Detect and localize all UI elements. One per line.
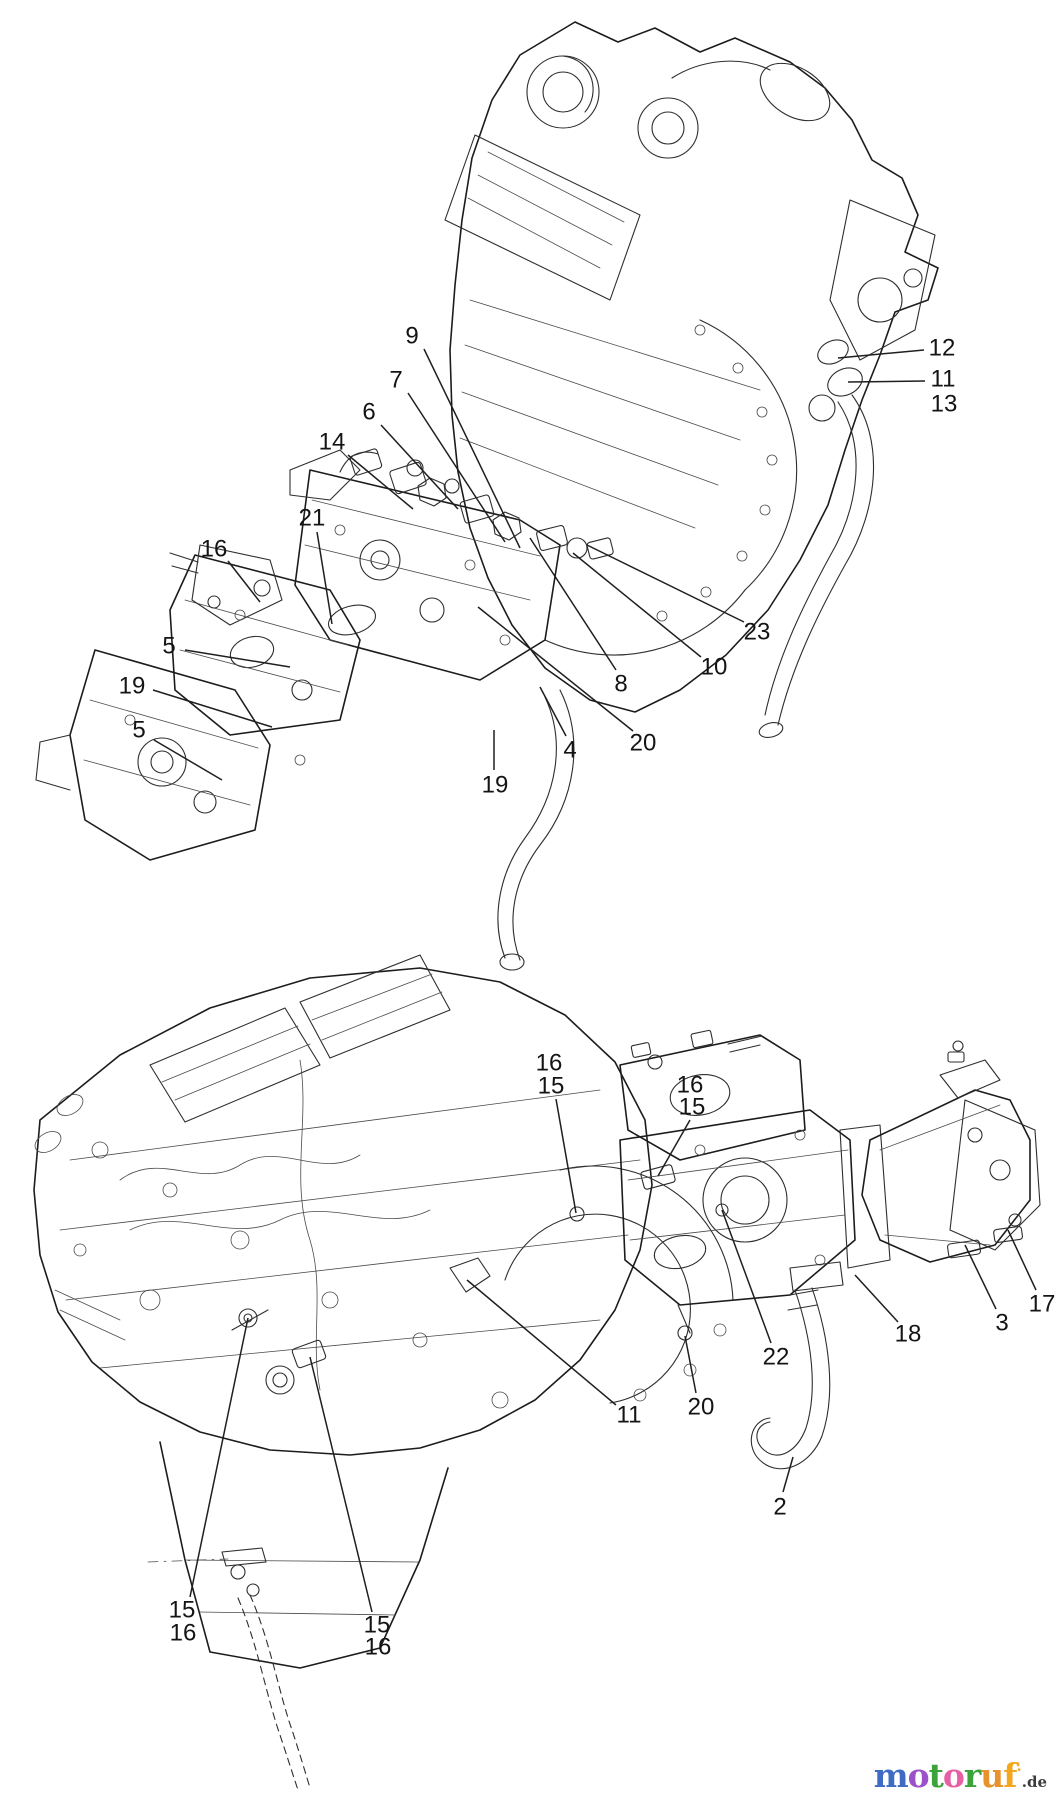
callout-label-15: 15 [169, 1597, 196, 1624]
callout-leader-line [347, 454, 414, 510]
callout-leader-line [529, 537, 617, 671]
callout-label-3: 3 [995, 1310, 1008, 1337]
callout-label-11: 11 [617, 1402, 642, 1429]
callout-label-20: 20 [688, 1394, 715, 1421]
callout-leader-line [847, 380, 926, 383]
callout-label-17: 17 [1029, 1291, 1056, 1318]
callout-label-16: 16 [365, 1634, 392, 1661]
logo-letter-o: o [942, 1756, 965, 1795]
callout-label-5: 5 [132, 717, 145, 744]
callout-leader-line [309, 1356, 373, 1613]
callout-leader-line [153, 739, 223, 781]
logo-letter-u: u [980, 1756, 1004, 1795]
callout-label-15: 15 [364, 1612, 391, 1639]
callout-leader-line [721, 1209, 772, 1344]
logo-letter-r: r [963, 1756, 981, 1795]
callout-label-10: 10 [701, 654, 728, 681]
callout-leader-line [964, 1244, 997, 1310]
callout-label-21: 21 [299, 505, 326, 532]
logo-letter-m: m [873, 1756, 909, 1795]
callout-label-16: 16 [677, 1072, 704, 1099]
motoruf-logo-suffix: .de [1021, 1773, 1047, 1791]
hose-part-sketch [756, 1289, 813, 1456]
callout-leader-line [854, 1274, 899, 1323]
callout-label-6: 6 [362, 399, 375, 426]
callout-label-4: 4 [563, 737, 576, 764]
callout-label-12: 12 [929, 335, 956, 362]
callout-leader-line [782, 1456, 794, 1493]
callout-label-5: 5 [162, 633, 175, 660]
callout-label-20: 20 [630, 730, 657, 757]
callout-label-9: 9 [405, 323, 418, 350]
callout-leader-line [586, 544, 745, 623]
callout-label-22: 22 [763, 1344, 790, 1371]
callout-leader-line [477, 606, 634, 732]
callout-leader-line [380, 424, 459, 510]
hydraulic-pump-block-sketch [294, 469, 561, 681]
callout-leader-line [423, 348, 521, 549]
callout-leader-line [1007, 1229, 1037, 1291]
callout-label-18: 18 [895, 1321, 922, 1348]
callout-label-11: 11 [931, 366, 956, 393]
callout-label-15: 15 [679, 1094, 706, 1121]
callout-leader-line [227, 560, 261, 603]
callout-leader-line [316, 531, 333, 625]
callout-leader-line [657, 1119, 691, 1177]
callout-label-16: 16 [536, 1050, 563, 1077]
callout-label-15: 15 [538, 1073, 565, 1100]
callout-label-13: 13 [931, 391, 958, 418]
callout-label-8: 8 [614, 671, 627, 698]
logo-letter-t: t [928, 1756, 944, 1795]
callout-leader-line [837, 349, 925, 359]
callout-label-19: 19 [482, 772, 509, 799]
motoruf-logo[interactable]: motoruf·.de [874, 1759, 1047, 1792]
motoruf-logo-letters: motoruf [873, 1756, 1018, 1795]
bottom-diagram-engine-sketch [33, 954, 1041, 1791]
callout-leader-line [684, 1335, 697, 1394]
callout-label-7: 7 [389, 367, 402, 394]
callout-label-14: 14 [319, 429, 346, 456]
callout-leader-line [189, 1317, 249, 1598]
coolant-hose-sketch [777, 394, 875, 726]
logo-letter-o: o [907, 1756, 930, 1795]
callout-label-19: 19 [119, 673, 146, 700]
callout-label-16: 16 [170, 1620, 197, 1647]
clamp-part-sketch [817, 339, 849, 365]
callout-label-16: 16 [201, 536, 228, 563]
callout-label-2: 2 [773, 1494, 786, 1521]
turbo-housing-icon [526, 55, 600, 129]
callout-leader-line [572, 552, 702, 658]
motoruf-logo-dot: · [1016, 1761, 1022, 1779]
callout-leader-line [539, 686, 567, 737]
callout-leader-line [466, 1279, 617, 1406]
callout-leader-line [407, 392, 506, 543]
callout-leader-line [555, 1098, 577, 1214]
callout-leader-line [184, 649, 291, 668]
callout-label-23: 23 [744, 619, 771, 646]
top-diagram-engine-sketch [35, 21, 939, 971]
logo-letter-f: f [1003, 1756, 1017, 1795]
callout-leader-line [152, 689, 273, 728]
hydraulic-pump-sketch [619, 1034, 806, 1161]
